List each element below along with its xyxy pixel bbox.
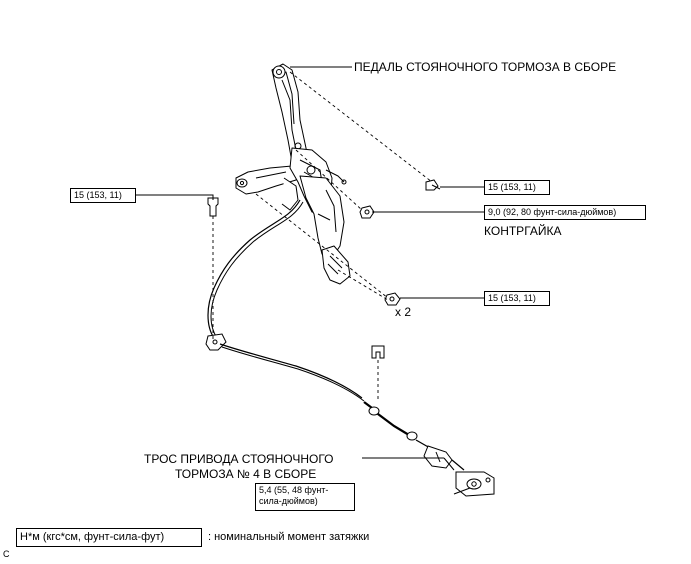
lock-nut-icon	[359, 205, 375, 219]
left-bolt-icon	[207, 197, 219, 217]
lock-nut-label: КОНТРГАЙКА	[484, 224, 562, 238]
torque-box-pedal-bolt: 15 (153, 11)	[484, 180, 550, 195]
cable-assembly-label-line2: ТОРМОЗА № 4 В СБОРЕ	[175, 467, 317, 481]
legend-unit-box: Н*м (кгс*см, фунт-сила-фут)	[16, 528, 202, 547]
legend-description: : номинальный момент затяжки	[208, 531, 370, 543]
pedal-assembly-label: ПЕДАЛЬ СТОЯНОЧНОГО ТОРМОЗА В СБОРЕ	[354, 60, 617, 74]
torque-cable-line2: сила-дюймов)	[259, 496, 318, 506]
cable-assembly-label-line1: ТРОС ПРИВОДА СТОЯНОЧНОГО	[144, 452, 334, 466]
torque-box-lock-nut: 9,0 (92, 80 фунт-сила-дюймов)	[484, 205, 646, 220]
parking-brake-cable-drawing	[205, 199, 495, 497]
parking-brake-pedal-drawing	[235, 63, 351, 285]
torque-box-left-bolt: 15 (153, 11)	[70, 188, 136, 203]
lower-nut-icon	[384, 292, 401, 306]
reference-lines	[212, 71, 433, 402]
quantity-multiplier-label: x 2	[395, 305, 412, 319]
corner-code: C	[3, 549, 10, 559]
leader-lines	[136, 66, 484, 495]
torque-box-lower-nuts: 15 (153, 11)	[484, 291, 550, 306]
torque-box-cable-bolt: 5,4 (55, 48 фунт- сила-дюймов)	[255, 483, 355, 511]
torque-cable-line1: 5,4 (55, 48 фунт-	[259, 485, 329, 495]
fasteners	[207, 179, 441, 306]
